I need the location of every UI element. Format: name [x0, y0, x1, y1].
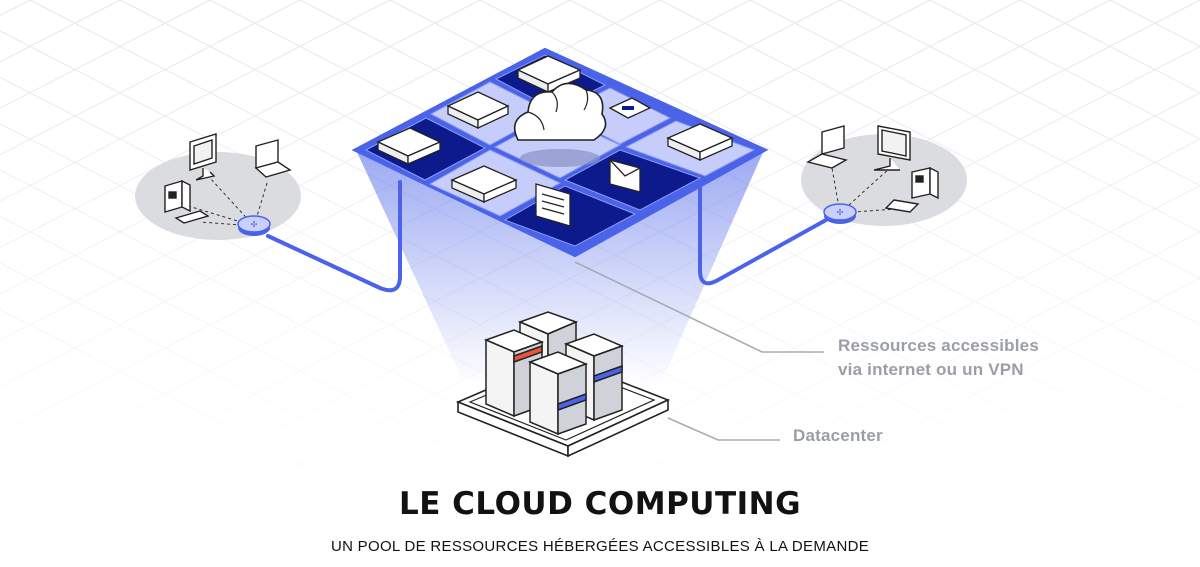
laptop-icon	[254, 139, 292, 178]
keyboard-icon	[174, 210, 210, 224]
cloud-platform	[351, 47, 769, 258]
resources-label-line-2: via internet ou un VPN	[838, 360, 1024, 379]
server-icon	[450, 165, 518, 203]
page-subtitle: UN POOL DE RESSOURCES HÉBERGÉES ACCESSIB…	[330, 538, 870, 555]
router-icon: ✣	[237, 215, 271, 236]
laptop-icon	[806, 125, 848, 169]
network-card-icon	[608, 97, 652, 119]
page-title: LE CLOUD COMPUTING	[398, 486, 802, 522]
server-icon	[376, 127, 442, 166]
document-icon	[535, 183, 571, 227]
svg-text:✣: ✣	[837, 208, 844, 217]
left-network: ✣	[135, 133, 301, 240]
cloud-icon	[513, 82, 607, 167]
leader-lines	[574, 261, 824, 441]
envelope-icon	[609, 159, 641, 193]
desktop-icon	[189, 133, 217, 181]
datacenter-icon	[455, 311, 671, 458]
server-icon	[516, 55, 582, 94]
right-network: ✣	[801, 125, 967, 226]
server-icon	[446, 91, 510, 130]
datacenter-label: Datacenter	[793, 426, 883, 445]
keyboard-icon	[884, 199, 920, 213]
resources-label-line-1: Ressources accessibles	[838, 336, 1039, 355]
tower-pc-icon	[164, 179, 191, 213]
resources-label: Ressources accessibles via internet ou u…	[838, 334, 1039, 382]
svg-text:✣: ✣	[251, 220, 258, 229]
router-icon: ✣	[823, 203, 857, 224]
desktop-icon	[873, 125, 911, 171]
tower-pc-icon	[911, 166, 939, 200]
server-icon	[666, 123, 734, 161]
